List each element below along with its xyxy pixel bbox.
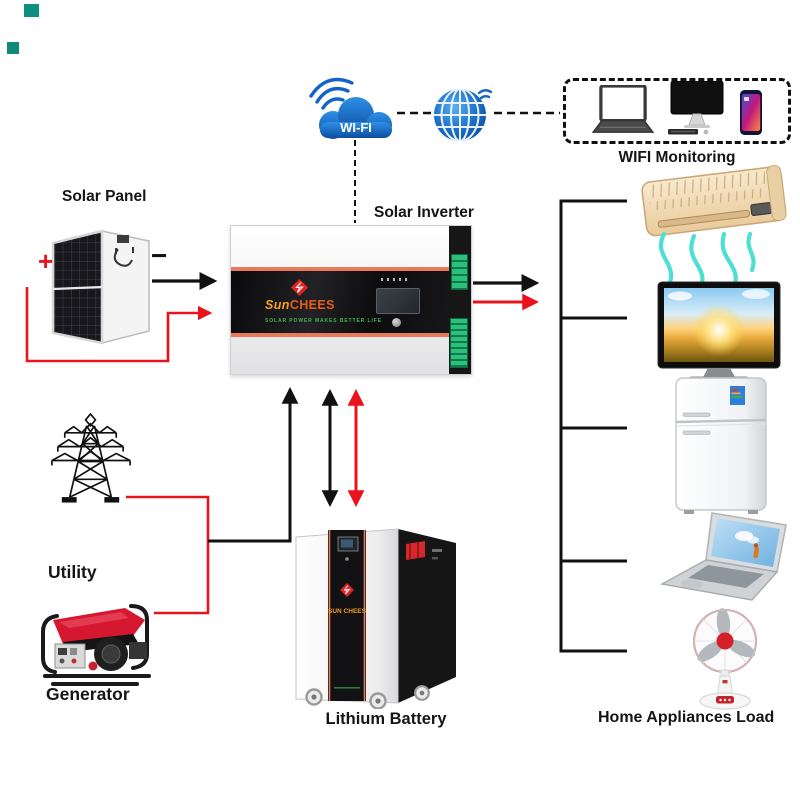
panel-positive-terminal: + — [38, 246, 54, 276]
generator-label: Generator — [46, 684, 130, 704]
stray-mark — [24, 4, 39, 17]
edge-utility-generator-red — [126, 495, 210, 615]
terminal-block — [451, 254, 468, 290]
inverter-tagline: SOLAR POWER MAKES BETTER LIFE — [265, 318, 382, 324]
globe-signal-icon — [477, 89, 493, 100]
inverter-brand: SunCHEES — [265, 298, 335, 312]
television-icon — [657, 281, 781, 383]
inverter-button — [392, 318, 401, 327]
solar-inverter: SunCHEES SOLAR POWER MAKES BETTER LIFE — [230, 225, 472, 375]
energy-label-icon — [730, 386, 745, 405]
internet-globe-icon — [434, 89, 493, 141]
inverter-terminal-strip — [449, 226, 471, 374]
brand-sun: Sun — [265, 298, 290, 312]
battery-brand-diamond-icon — [340, 583, 354, 597]
table-fan-icon — [693, 608, 757, 710]
brand-diamond-icon — [291, 279, 308, 296]
fan-blades — [697, 608, 756, 662]
stray-mark — [7, 42, 19, 54]
wifi-cloud-icon: WI-FI — [309, 77, 392, 139]
generator-icon — [41, 604, 151, 686]
smartphone-icon — [740, 90, 762, 135]
utility-label: Utility — [48, 562, 97, 582]
lithium-battery-icon: SUN CHEES — [295, 528, 456, 709]
air-conditioner-icon — [641, 165, 787, 298]
wifi-monitoring-group — [563, 78, 791, 144]
inverter-front-band: SunCHEES SOLAR POWER MAKES BETTER LIFE — [231, 267, 471, 337]
wifi-cloud-label: WI-FI — [340, 120, 372, 135]
inverter-display — [376, 288, 420, 314]
panel-negative-terminal: − — [151, 240, 168, 271]
caster-wheels — [305, 685, 430, 709]
laptop-appliance-icon — [659, 512, 787, 601]
solar-panel-label: Solar Panel — [62, 188, 147, 205]
brand-chees: CHEES — [289, 298, 335, 312]
wifi-monitoring-label: WIFI Monitoring — [618, 149, 736, 166]
indicator-lights — [381, 278, 409, 281]
desktop-computer-icon — [668, 81, 724, 135]
appliance-bus — [559, 199, 627, 653]
home-appliances-label: Home Appliances Load — [598, 709, 775, 726]
battery-brand: SUN CHEES — [328, 608, 367, 615]
utility-tower-icon — [51, 412, 131, 503]
solar-inverter-label: Solar Inverter — [374, 204, 474, 221]
terminal-block — [450, 318, 468, 368]
edge-grid-inverter-black — [208, 386, 299, 543]
edge-panel-inverter-red — [25, 287, 213, 363]
lithium-battery-label: Lithium Battery — [325, 710, 447, 728]
laptop-icon — [592, 85, 654, 133]
wifi-signal-icon — [309, 77, 354, 110]
refrigerator-icon — [675, 377, 767, 514]
solar-panel-icon — [51, 229, 150, 345]
